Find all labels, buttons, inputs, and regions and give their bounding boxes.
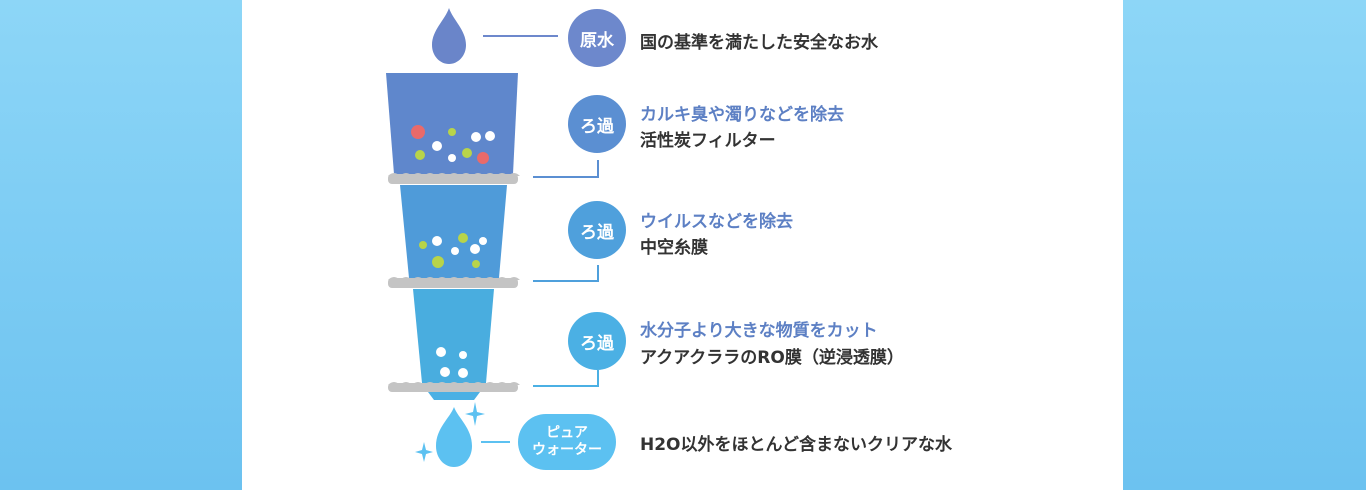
raw-water-drop-icon xyxy=(432,8,466,64)
step-1-detail: 活性炭フィルター xyxy=(640,131,776,151)
filter-layer-2 xyxy=(388,278,518,288)
filter-layer-1 xyxy=(388,174,518,184)
step-2-heading: ウイルスなどを除去 xyxy=(640,212,793,232)
connector-line-3 xyxy=(533,370,599,387)
connector-line-2 xyxy=(533,265,599,282)
pure-water-drop-icon xyxy=(436,407,472,467)
connector-line-1 xyxy=(533,160,599,178)
step-3-heading: 水分子より大きな物質をカット xyxy=(640,321,878,341)
left-background-band xyxy=(0,0,242,490)
right-background-band xyxy=(1123,0,1366,490)
impurity-particles-2 xyxy=(419,233,487,268)
badge-raw-water: 原水 xyxy=(568,9,626,67)
sparkle-icon-2 xyxy=(415,442,433,462)
pure-water-detail: H2O以外をほとんど含まないクリアな水 xyxy=(640,435,952,455)
funnel-stage-3 xyxy=(413,289,494,383)
funnel-outlet xyxy=(428,392,480,400)
badge-filter-2: ろ過 xyxy=(568,201,626,259)
step-3-detail: アクアクララのRO膜（逆浸透膜） xyxy=(640,348,904,368)
badge-filter-3: ろ過 xyxy=(568,312,626,370)
badge-pure-water-line1: ピュア xyxy=(546,425,588,441)
step-raw-detail: 国の基準を満たした安全なお水 xyxy=(640,33,878,53)
impurity-particles-1 xyxy=(411,125,495,164)
step-2-detail: 中空糸膜 xyxy=(640,238,708,258)
funnel-stage-1 xyxy=(386,73,518,174)
filter-layer-3 xyxy=(388,383,518,392)
badge-filter-1: ろ過 xyxy=(568,95,626,153)
badge-pure-water-line2: ウォーター xyxy=(532,442,602,458)
badge-pure-water: ピュア ウォーター xyxy=(518,414,616,470)
sparkle-icon xyxy=(465,402,485,426)
funnel-stage-2 xyxy=(400,185,507,278)
step-1-heading: カルキ臭や濁りなどを除去 xyxy=(640,105,844,125)
impurity-particles-3 xyxy=(436,347,468,378)
